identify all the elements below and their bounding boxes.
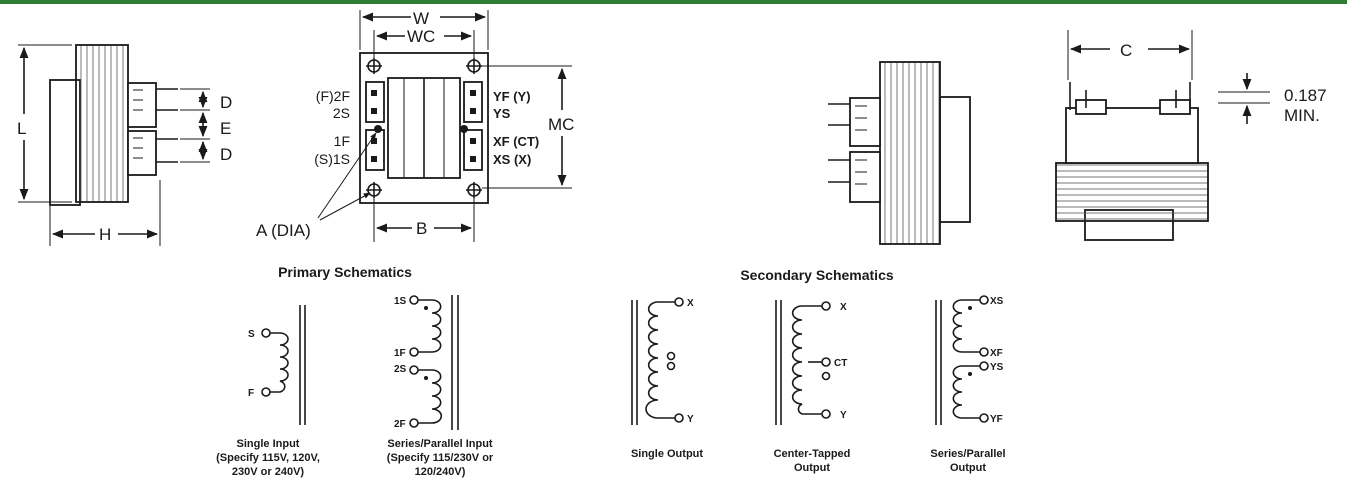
dim-wc-label: WC [407, 27, 435, 46]
pin-yf-label: YF (Y) [493, 89, 531, 104]
dim-d-top-label: D [220, 93, 232, 112]
dim-a-dia-label: A (DIA) [256, 221, 311, 240]
primary-single-caption-1: Single Input [237, 438, 300, 450]
pin-xf-label: XF (CT) [493, 134, 539, 149]
primary-schematics-title: Primary Schematics [278, 264, 412, 280]
side-view-right [828, 61, 971, 245]
front-view: W WC MC B A (DIA) (F)2F 2S 1F (S)1S YF (… [256, 9, 574, 242]
primary-series-1f: 1F [394, 348, 406, 359]
secondary-single-x: X [687, 298, 694, 309]
primary-series-1s: 1S [394, 296, 407, 307]
secondary-center-caption-2: Output [794, 462, 830, 474]
dim-e-label: E [220, 119, 231, 138]
secondary-single-y: Y [687, 414, 694, 425]
primary-series-caption-2: (Specify 115/230V or [387, 452, 494, 464]
side-view-left: L H D E D [17, 44, 232, 246]
pin-xs-label: XS (X) [493, 152, 531, 167]
dim-w-label: W [413, 9, 429, 28]
dim-d-bottom-label: D [220, 145, 232, 164]
secondary-schematics-title: Secondary Schematics [740, 267, 894, 283]
end-view: C 0.187 MIN. [1055, 30, 1327, 241]
secondary-center-ct: CT [834, 358, 847, 369]
primary-single-caption-3: 230V or 240V) [232, 466, 304, 478]
pin-1s-label: (S)1S [314, 151, 350, 167]
pin-f2f-label: (F)2F [316, 88, 350, 104]
primary-single-f: F [248, 388, 254, 399]
secondary-series-yf: YF [990, 414, 1003, 425]
primary-series-parallel-input: 1S 1F 2S 2F Series/Parallel Input (Speci… [387, 295, 494, 478]
pin-ys-label: YS [493, 106, 511, 121]
secondary-single-caption-1: Single Output [631, 448, 703, 460]
dim-min-value: 0.187 [1284, 86, 1327, 105]
secondary-series-ys: YS [990, 362, 1004, 373]
secondary-center-y: Y [840, 410, 847, 421]
pin-2s-label: 2S [333, 105, 350, 121]
primary-series-caption-1: Series/Parallel Input [387, 438, 492, 450]
dim-c-label: C [1120, 41, 1132, 60]
secondary-series-xf: XF [990, 348, 1003, 359]
primary-series-2s: 2S [394, 364, 407, 375]
dim-min-label: MIN. [1284, 106, 1320, 125]
primary-single-caption-2: (Specify 115V, 120V, [216, 452, 320, 464]
secondary-series-caption-2: Output [950, 462, 986, 474]
dim-mc-label: MC [548, 115, 574, 134]
secondary-single-output: X Y Single Output [631, 297, 703, 460]
secondary-series-xs: XS [990, 296, 1004, 307]
primary-series-2f: 2F [394, 419, 406, 430]
primary-single-input: S F Single Input (Specify 115V, 120V, 23… [216, 305, 320, 478]
primary-series-caption-3: 120/240V) [415, 466, 466, 478]
secondary-series-caption-1: Series/Parallel [930, 448, 1005, 460]
primary-single-s: S [248, 329, 255, 340]
dim-l-label: L [17, 119, 26, 138]
secondary-center-tapped-output: X CT Y Center-Tapped Output [774, 300, 851, 474]
dim-b-label: B [416, 219, 427, 238]
top-accent-bar [0, 0, 1347, 4]
pin-1f-label: 1F [334, 133, 350, 149]
secondary-series-parallel-output: XS XF YS YF Series/Parallel Output [930, 295, 1006, 474]
secondary-center-x: X [840, 302, 847, 313]
dim-h-label: H [99, 225, 111, 244]
secondary-center-caption-1: Center-Tapped [774, 448, 851, 460]
